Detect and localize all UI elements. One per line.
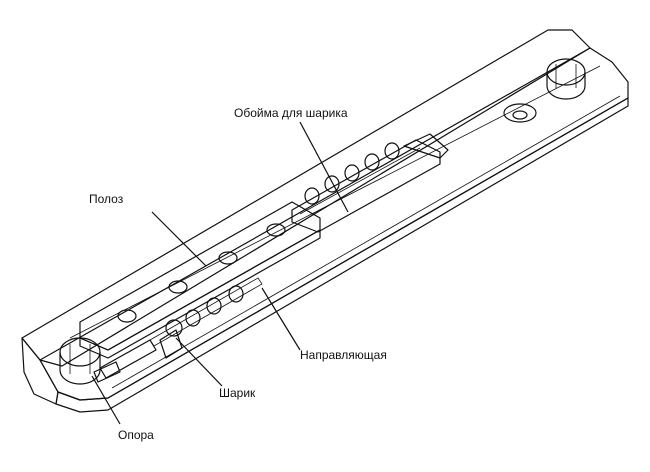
cage-balls: [304, 142, 400, 205]
cutaway-section: [99, 319, 183, 379]
label-support: Опора: [118, 428, 154, 442]
slide-strip: [79, 201, 321, 359]
ball: [384, 142, 400, 160]
rail-mount-hole: [503, 103, 537, 123]
ball: [344, 164, 360, 182]
ball-cage: [291, 133, 449, 233]
strip-hole: [266, 223, 286, 237]
support-far: [546, 58, 586, 100]
rail-end-face: [21, 337, 59, 405]
ball: [304, 187, 320, 205]
leader-strip: [151, 211, 207, 267]
support-near: [59, 337, 121, 385]
ball: [185, 309, 201, 327]
leader-ball: [175, 337, 223, 387]
label-ball: Шарик: [219, 386, 256, 400]
ball: [228, 285, 244, 303]
rail-front-face: [55, 97, 629, 413]
strip-side: [79, 229, 321, 359]
leader-ball-cage: [299, 121, 349, 213]
label-guide: Направляющая: [300, 348, 387, 362]
ball: [364, 153, 380, 171]
strip-hole: [117, 309, 137, 323]
ball: [206, 297, 222, 315]
label-ball-cage: Обойма для шарика: [234, 106, 348, 120]
leader-support: [91, 375, 121, 425]
guide-rail: [21, 29, 629, 413]
leader-lines: [91, 121, 349, 425]
ball-cutaway: [165, 319, 183, 337]
ball: [324, 175, 340, 193]
strip-top: [79, 201, 321, 351]
strip-hole: [168, 280, 188, 294]
label-strip: Полоз: [89, 192, 124, 206]
strip-hole: [218, 251, 238, 265]
leader-guide: [261, 287, 301, 351]
